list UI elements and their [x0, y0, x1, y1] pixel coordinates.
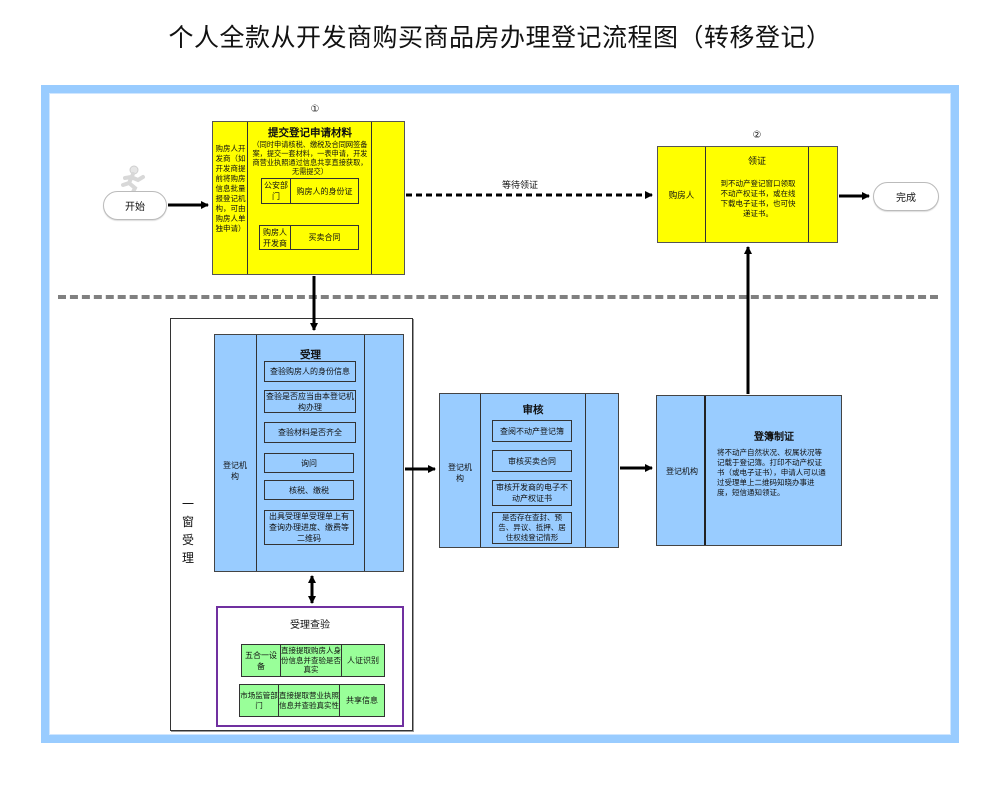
page-title: 个人全款从开发商购买商品房办理登记流程图（转移登记） [168, 23, 832, 52]
step1-heading: 提交登记申请材料 [268, 127, 352, 139]
frame-inner-line [49, 93, 951, 735]
step1-row-1-party: 购房人开发商 [260, 226, 291, 249]
running-person-icon [117, 165, 147, 196]
step2-number: ② [752, 130, 762, 141]
register-box: 登记机构 登簿制证 将不动产自然状况、权属状况等记载于登记簿。打印不动产权证书（… [656, 395, 842, 546]
check-heading: 受理查验 [290, 620, 330, 631]
review-item-0: 查阅不动产登记簿 [492, 420, 572, 442]
start-node[interactable]: 开始 [103, 191, 167, 220]
step1-number: ① [310, 104, 320, 115]
review-box: 登记机构 审核 查阅不动产登记簿 审核买卖合同 审核开发商的电子不动产权证书 是… [439, 393, 619, 548]
step1-row-1-item: 买卖合同 [308, 233, 341, 242]
step1-row-0-item: 购房人的身份证 [296, 186, 353, 196]
register-actor: 登记机构 [666, 467, 698, 476]
accept-actor: 登记机构 [223, 461, 247, 481]
accept-box: 登记机构 受理 查验购房人的身份信息 查验是否应当由本登记机构办理 查验材料是否… [214, 334, 404, 572]
step1-actor: 购房人开发商（如开发商提前将购房信息批量报登记机构，可由购房人单独申请） [215, 144, 246, 233]
check-row-1-method: 共享信息 [340, 685, 384, 716]
review-heading: 审核 [522, 404, 544, 416]
end-label: 完成 [896, 193, 916, 204]
step1-note: （同时申请核税、缴税及合同网签备案，提交一套材料，一表申请，开发商营业执照通过信… [252, 140, 368, 176]
review-item-3: 是否存在查封、预告、异议、抵押、居住权线登记情形 [492, 512, 572, 544]
check-row-0: 五合一设备 直接提取购房人身份信息并查验是否真实 人证识别 [241, 644, 385, 677]
check-row-0-method: 人证识别 [342, 645, 384, 676]
step2-collect-box: 购房人 领证 到不动产登记窗口领取不动产权证书，或在线下载电子证书，也可快递证书… [657, 146, 838, 243]
start-label: 开始 [125, 202, 145, 213]
check-row-1: 市场监管部门 直接提取营业执照信息并查验真实性 共享信息 [239, 684, 385, 717]
check-row-0-desc: 直接提取购房人身份信息并查验是否真实 [281, 645, 342, 676]
accept-item-4: 核税、缴税 [264, 480, 354, 500]
check-row-1-desc: 直接提取营业执照信息并查验真实性 [279, 685, 340, 716]
step2-heading: 领证 [747, 157, 766, 167]
end-node[interactable]: 完成 [873, 182, 939, 211]
wait-label: 等待领证 [501, 181, 538, 191]
swimlane-divider [58, 295, 938, 299]
review-actor: 登记机构 [448, 463, 472, 483]
step2-actor: 购房人 [668, 191, 695, 201]
check-box: 受理查验 五合一设备 直接提取购房人身份信息并查验是否真实 人证识别 市场监管部… [216, 606, 404, 727]
register-heading: 登簿制证 [754, 432, 794, 443]
accept-item-3: 询问 [264, 453, 354, 473]
step1-row-1: 购房人开发商 买卖合同 [259, 225, 359, 250]
accept-item-1: 查验是否应当由本登记机构办理 [264, 390, 356, 413]
check-row-0-source: 五合一设备 [242, 645, 281, 676]
step1-row-0-party: 公安部门 [262, 179, 291, 203]
accept-item-5: 出具受理单受理单上有查询办理进度、缴费等二维码 [264, 510, 354, 545]
review-item-1: 审核买卖合同 [492, 450, 572, 472]
step1-row-0: 公安部门 购房人的身份证 [261, 178, 359, 204]
accept-heading: 受理 [300, 349, 321, 361]
accept-item-2: 查验材料是否齐全 [264, 422, 356, 443]
one-window-container [170, 318, 413, 731]
check-row-1-source: 市场监管部门 [240, 685, 279, 716]
step1-submit-box: 购房人开发商（如开发商提前将购房信息批量报登记机构，可由购房人单独申请） 提交登… [212, 121, 405, 275]
review-item-2: 审核开发商的电子不动产权证书 [492, 480, 572, 506]
one-window-label: 一窗受理 [181, 497, 194, 565]
register-desc: 将不动产自然状况、权属状况等记载于登记簿。打印不动产权证书（或电子证书），申请人… [717, 448, 826, 497]
step2-desc: 到不动产登记窗口领取不动产权证书，或在线下载电子证书，也可快递证书。 [720, 179, 796, 218]
accept-item-0: 查验购房人的身份信息 [264, 361, 356, 382]
